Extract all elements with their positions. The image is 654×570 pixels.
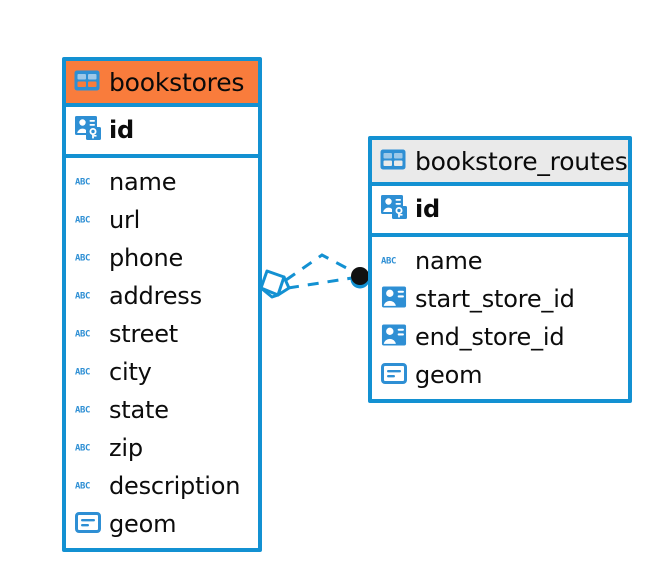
field-row-id[interactable]: id — [372, 190, 628, 228]
field-label-end-store-id: end_store_id — [415, 323, 565, 351]
field-label-address: address — [109, 282, 202, 310]
field-row-phone[interactable]: ABC phone — [66, 239, 258, 277]
fields-section-bookstores: ABC name ABC url ABC p — [66, 158, 258, 548]
field-label-geom: geom — [109, 510, 177, 538]
field-row-description[interactable]: ABC description — [66, 467, 258, 505]
field-label-state: state — [109, 396, 169, 424]
table-icon — [380, 149, 406, 174]
relationship-line-lower — [287, 276, 353, 290]
entity-header-bookstores[interactable]: bookstores — [66, 61, 258, 107]
field-label-url: url — [109, 206, 141, 234]
diamond-crowsfoot-marker — [259, 269, 291, 299]
field-row-street[interactable]: ABC street — [66, 315, 258, 353]
primary-key-icon — [75, 116, 101, 144]
field-row-end-store-id[interactable]: end_store_id — [372, 318, 628, 356]
filled-circle-marker — [350, 267, 370, 289]
field-row-name[interactable]: ABC name — [372, 242, 628, 280]
fields-section-bookstore-routes: ABC name start_store_id — [372, 237, 628, 399]
field-row-state[interactable]: ABC state — [66, 391, 258, 429]
entity-bookstore-routes[interactable]: bookstore_routes — [368, 136, 632, 403]
field-row-zip[interactable]: ABC zip — [66, 429, 258, 467]
field-label-id: id — [415, 195, 441, 223]
svg-text:ABC: ABC — [381, 256, 396, 266]
abc-icon: ABC — [381, 252, 407, 271]
field-row-city[interactable]: ABC city — [66, 353, 258, 391]
relationship-line-upper — [285, 253, 355, 282]
svg-text:ABC: ABC — [75, 443, 90, 453]
primary-key-section-bookstores: id — [66, 107, 258, 158]
svg-text:ABC: ABC — [75, 329, 90, 339]
field-row-address[interactable]: ABC address — [66, 277, 258, 315]
field-row-url[interactable]: ABC url — [66, 201, 258, 239]
field-label-phone: phone — [109, 244, 184, 272]
primary-key-icon — [381, 195, 407, 223]
svg-text:ABC: ABC — [75, 481, 90, 491]
svg-text:ABC: ABC — [75, 253, 90, 263]
svg-text:ABC: ABC — [75, 367, 90, 377]
abc-icon: ABC — [75, 211, 101, 230]
abc-icon: ABC — [75, 173, 101, 192]
abc-icon: ABC — [75, 401, 101, 420]
field-label-name: name — [415, 247, 483, 275]
field-label-city: city — [109, 358, 152, 386]
field-row-geom[interactable]: geom — [66, 505, 258, 543]
entity-title-bookstores: bookstores — [109, 67, 245, 97]
svg-text:ABC: ABC — [75, 405, 90, 415]
svg-text:ABC: ABC — [75, 291, 90, 301]
svg-text:ABC: ABC — [75, 215, 90, 225]
abc-icon: ABC — [75, 287, 101, 306]
foreign-key-icon — [381, 286, 407, 312]
abc-icon: ABC — [75, 249, 101, 268]
field-label-start-store-id: start_store_id — [415, 285, 575, 313]
field-row-geom[interactable]: geom — [372, 356, 628, 394]
geom-icon — [381, 362, 407, 388]
entity-bookstores[interactable]: bookstores id — [62, 57, 262, 552]
field-row-start-store-id[interactable]: start_store_id — [372, 280, 628, 318]
field-label-description: description — [109, 472, 241, 500]
field-row-name[interactable]: ABC name — [66, 163, 258, 201]
field-label-zip: zip — [109, 434, 143, 462]
entity-title-bookstore-routes: bookstore_routes — [415, 146, 628, 176]
table-icon — [74, 70, 100, 95]
abc-icon: ABC — [75, 439, 101, 458]
field-label-geom: geom — [415, 361, 483, 389]
field-label-name: name — [109, 168, 177, 196]
field-label-id: id — [109, 116, 135, 144]
geom-icon — [75, 511, 101, 537]
foreign-key-icon — [381, 324, 407, 350]
svg-text:ABC: ABC — [75, 177, 90, 187]
abc-icon: ABC — [75, 325, 101, 344]
primary-key-section-bookstore-routes: id — [372, 186, 628, 237]
abc-icon: ABC — [75, 477, 101, 496]
field-row-id[interactable]: id — [66, 111, 258, 149]
field-label-street: street — [109, 320, 178, 348]
entity-header-bookstore-routes[interactable]: bookstore_routes — [372, 140, 628, 186]
abc-icon: ABC — [75, 363, 101, 382]
